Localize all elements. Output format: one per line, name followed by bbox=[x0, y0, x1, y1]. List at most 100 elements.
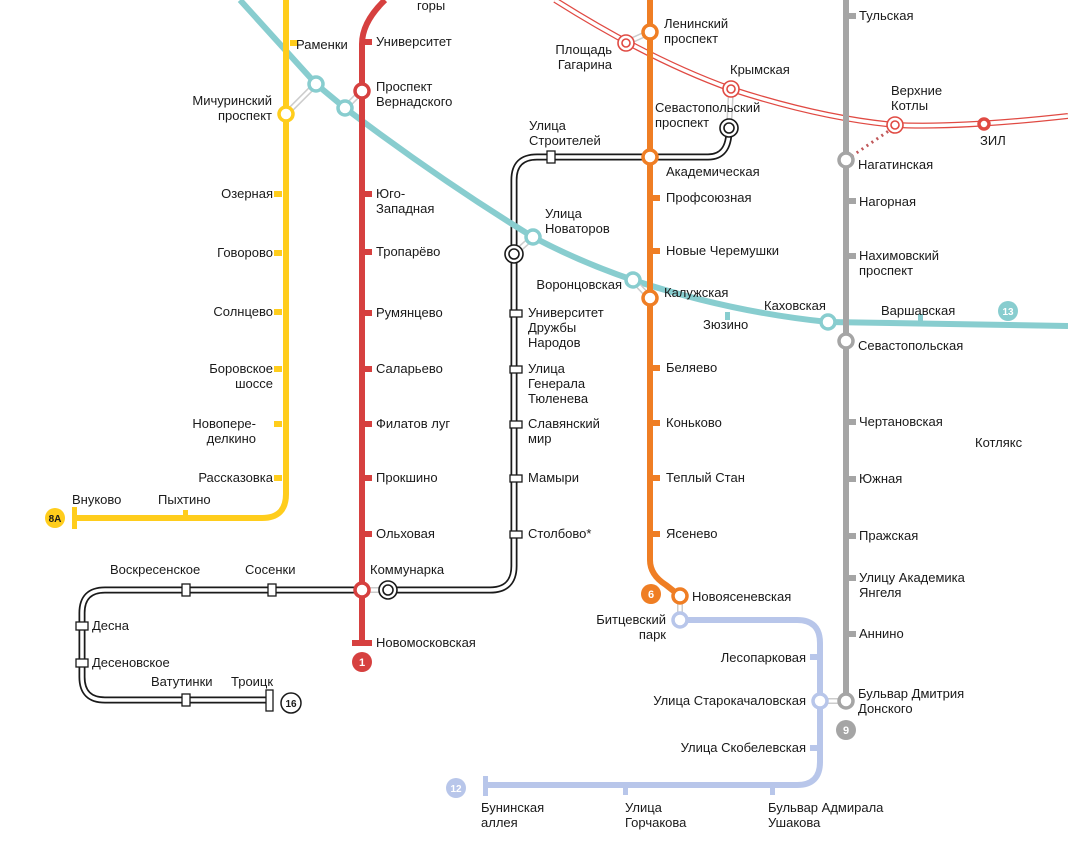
station-label-mcc[interactable]: Крымская bbox=[730, 62, 790, 77]
station-label-line-11[interactable]: Каховская bbox=[764, 298, 826, 313]
station-label-line-9[interactable]: Нагорная bbox=[859, 194, 916, 209]
station-label-line-9[interactable]: Южная bbox=[859, 471, 902, 486]
station-label-line-8a[interactable]: Внуково bbox=[72, 492, 121, 507]
interchange-station-node[interactable] bbox=[641, 289, 659, 307]
station-label-line-6[interactable]: Профсоюзная bbox=[666, 190, 752, 205]
interchange-station-node[interactable] bbox=[307, 75, 325, 93]
station-label-line-6[interactable]: Беляево bbox=[666, 360, 717, 375]
station-label-line-12[interactable]: Улица Скобелевская bbox=[681, 740, 806, 755]
station-label-line-16[interactable]: Троицк bbox=[231, 674, 273, 689]
interchange-station-node[interactable] bbox=[671, 611, 689, 629]
station-label-line-8a[interactable]: Пыхтино bbox=[158, 492, 211, 507]
interchange-station-node[interactable] bbox=[336, 99, 354, 117]
interchange-station-node[interactable] bbox=[641, 23, 659, 41]
station-label-line-11[interactable]: Зюзино bbox=[703, 317, 748, 332]
interchange-station-node[interactable] bbox=[617, 34, 635, 52]
station-label-line-8a[interactable]: Солнцево bbox=[213, 304, 273, 319]
line-badge-line-11[interactable]: 13 bbox=[998, 301, 1018, 321]
line-badge-line-6[interactable]: 6 bbox=[641, 584, 661, 604]
station-label-line-16[interactable]: Сосенки bbox=[245, 562, 295, 577]
interchange-station-node[interactable] bbox=[886, 116, 904, 134]
station-label-line-16[interactable]: Десна bbox=[92, 618, 130, 633]
interchange-station-node[interactable] bbox=[722, 80, 740, 98]
interchange-station-node[interactable] bbox=[378, 580, 398, 600]
station-label-line-6[interactable]: Теплый Стан bbox=[666, 470, 745, 485]
station-label-line-1[interactable]: Новомосковская bbox=[376, 635, 476, 650]
station-label-line-9[interactable]: Чертановская bbox=[859, 414, 943, 429]
interchange-station-node[interactable] bbox=[671, 587, 689, 605]
interchange-station-node[interactable] bbox=[837, 692, 855, 710]
station-label-line-6[interactable]: Новые Черемушки bbox=[666, 243, 779, 258]
station-label-line-1[interactable]: Саларьево bbox=[376, 361, 443, 376]
station-label-line-16[interactable]: Ватутинки bbox=[151, 674, 213, 689]
station-label-line-6[interactable]: Калужская bbox=[664, 285, 728, 300]
station-label-line-8a[interactable]: Говорово bbox=[217, 245, 273, 260]
station-label-line-6[interactable]: Новоясеневская bbox=[692, 589, 791, 604]
interchange-station-node[interactable] bbox=[353, 82, 371, 100]
station-label-line-12[interactable]: Лесопарковая bbox=[721, 650, 806, 665]
interchange-station-node[interactable] bbox=[837, 151, 855, 169]
station-label-line-9[interactable]: Нагатинская bbox=[858, 157, 933, 172]
station-label-line-6[interactable]: Ясенево bbox=[666, 526, 718, 541]
interchange-station-node[interactable] bbox=[524, 228, 542, 246]
station-label-line-9[interactable]: Аннино bbox=[859, 626, 904, 641]
station-label-line-8a[interactable]: Новопере-делкино bbox=[192, 416, 256, 446]
line-badge-line-9[interactable]: 9 bbox=[836, 720, 856, 740]
interchange-station-node[interactable] bbox=[837, 332, 855, 350]
interchange-station-node[interactable] bbox=[504, 244, 524, 264]
line-badge-line-16[interactable]: 16 bbox=[280, 692, 302, 714]
station-label-line-1[interactable]: Коммунарка bbox=[370, 562, 445, 577]
station-label-line-1[interactable]: Юго-Западная bbox=[376, 186, 434, 216]
station-label-line-16[interactable]: Десеновское bbox=[92, 655, 170, 670]
station-label-line-1[interactable]: Ольховая bbox=[376, 526, 435, 541]
interchange-station-node[interactable] bbox=[641, 148, 659, 166]
station-label-line-9[interactable]: Севастопольская bbox=[858, 338, 963, 353]
line-badge-line-8a[interactable]: 8А bbox=[45, 508, 65, 528]
station-label-line-8a[interactable]: Раменки bbox=[296, 37, 348, 52]
station-label-line-1[interactable]: Университет bbox=[376, 34, 452, 49]
station-label-line-1[interactable]: Румянцево bbox=[376, 305, 443, 320]
station-label-mcc[interactable]: ЗИЛ bbox=[980, 133, 1006, 148]
station-label-line-12[interactable]: Улица Старокачаловская bbox=[653, 693, 806, 708]
station-label-line-1[interactable]: Тропарёво bbox=[376, 244, 440, 259]
interchange-station-node[interactable] bbox=[811, 692, 829, 710]
interchange-station-node[interactable] bbox=[719, 118, 739, 138]
station-label-line-9[interactable]: Пражская bbox=[859, 528, 918, 543]
station-label-line-9[interactable]: Тульская bbox=[859, 8, 914, 23]
station-label-line-6[interactable]: Академическая bbox=[666, 164, 760, 179]
station-label-line-8a[interactable]: Рассказовка bbox=[198, 470, 273, 485]
station-label-line-6[interactable]: Коньково bbox=[666, 415, 722, 430]
station-label-line-1[interactable]: горы bbox=[417, 0, 445, 13]
interchange-station-node[interactable] bbox=[277, 105, 295, 123]
station-label-line-1[interactable]: Филатов луг bbox=[376, 416, 450, 431]
station-label-line-16[interactable]: Воскресенское bbox=[110, 562, 200, 577]
station-label-line-11[interactable]: Варшавская bbox=[881, 303, 955, 318]
interchange-station-node[interactable] bbox=[977, 117, 991, 131]
line-badge-line-12[interactable]: 12 bbox=[446, 778, 466, 798]
station-label-line-8a[interactable]: Озерная bbox=[221, 186, 273, 201]
station-label-bkl[interactable]: Столбово* bbox=[528, 526, 591, 541]
interchange-station-node[interactable] bbox=[819, 313, 837, 331]
station-label-line-11[interactable]: Воронцовская bbox=[536, 277, 622, 292]
station-label-bkl[interactable]: Мамыри bbox=[528, 470, 579, 485]
interchange-station-node[interactable] bbox=[353, 581, 371, 599]
